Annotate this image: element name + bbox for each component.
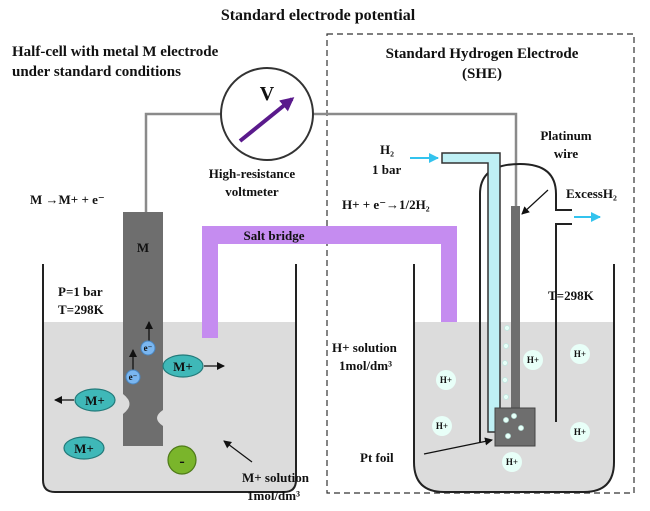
pt-foil-pointer xyxy=(423,437,493,455)
metal-ion-right xyxy=(162,354,204,378)
she-heading-line2: (SHE) xyxy=(462,66,502,82)
left-cell-heading-line1: Half-cell with metal M electrode xyxy=(12,44,219,60)
left-temperature: T=298K xyxy=(58,302,105,317)
electron-lower-label: e⁻ xyxy=(129,372,138,382)
left-solution-label-line1: M+ solution xyxy=(242,470,310,485)
hydrogen-bubble xyxy=(502,377,508,383)
she-reduction-reaction: H+ + e⁻→1/2H₂ xyxy=(342,197,430,212)
excess-h2-label: ExcessH₂ xyxy=(566,186,617,201)
right-beaker xyxy=(413,264,615,493)
pt-foil-label: Pt foil xyxy=(360,450,394,465)
h-ion-label: H+ xyxy=(527,355,539,365)
h-ion xyxy=(570,422,590,442)
voltmeter-dial xyxy=(220,67,314,161)
right-solution-label-line2: 1mol/dm³ xyxy=(339,358,392,373)
metal-oxidation-reaction: M →M+ + e⁻ xyxy=(30,192,105,207)
left-solution-label-line2: 1mol/dm³ xyxy=(247,488,300,503)
hydrogen-bubble xyxy=(503,394,509,400)
h2-inlet-label-line1: H₂ xyxy=(380,142,394,157)
anion xyxy=(167,445,197,475)
platinum-label-line1: Platinum xyxy=(540,128,591,143)
left-pressure: P=1 bar xyxy=(58,284,103,299)
electron-upper-label: e⁻ xyxy=(144,343,153,353)
salt-bridge xyxy=(202,226,457,338)
bell-jar xyxy=(479,162,572,442)
she-heading-line1: Standard Hydrogen Electrode xyxy=(386,46,579,62)
metal-ion-right-label: M+ xyxy=(173,359,193,374)
h-ion xyxy=(523,350,543,370)
hydrogen-bubble xyxy=(505,433,511,439)
left-solution-pointer xyxy=(223,440,253,463)
h-ion xyxy=(432,416,452,436)
h-ion xyxy=(436,370,456,390)
voltmeter-label-line2: voltmeter xyxy=(225,184,279,199)
right-temperature: T=298K xyxy=(548,288,595,303)
h-ion-label: H+ xyxy=(436,421,448,431)
hydrogen-bubbles xyxy=(502,325,524,439)
metal-electrode xyxy=(123,212,163,446)
h-ion xyxy=(502,452,522,472)
anion-label: - xyxy=(179,453,184,470)
h-ion-label: H+ xyxy=(506,457,518,467)
platinum-wire xyxy=(511,206,520,412)
hydrogen-bubble xyxy=(503,343,509,349)
hydrogen-bubble xyxy=(518,425,524,431)
h-ion-label: H+ xyxy=(574,427,586,437)
metal-electrode-label: M xyxy=(137,240,149,255)
h-ion-label: H+ xyxy=(574,349,586,359)
metal-ion-bottom xyxy=(63,436,105,460)
metal-ion-left xyxy=(74,388,116,412)
h-ion-label: H+ xyxy=(440,375,452,385)
hydrogen-bubble xyxy=(503,417,509,423)
electron-lower xyxy=(125,369,141,385)
left-beaker xyxy=(42,264,297,493)
voltmeter-needle-arrow xyxy=(238,97,295,143)
metal-ion-left-label: M+ xyxy=(85,393,105,408)
h2-inlet-tube xyxy=(441,152,501,433)
salt-bridge-label: Salt bridge xyxy=(243,228,304,243)
right-solution-label-line1: H+ solution xyxy=(332,340,398,355)
electron-upper xyxy=(140,340,156,356)
platinum-label-line2: wire xyxy=(554,146,579,161)
hydrogen-bubble xyxy=(511,413,517,419)
platinum-wire-pointer xyxy=(521,189,549,215)
h-ion xyxy=(570,344,590,364)
she-dashed-boundary xyxy=(326,33,635,494)
left-cell-heading-line2: under standard conditions xyxy=(12,64,181,80)
diagram-title: Standard electrode potential xyxy=(221,7,416,24)
h2-inlet-label-line2: 1 bar xyxy=(372,162,401,177)
hydrogen-bubble xyxy=(504,325,510,331)
metal-ion-bottom-label: M+ xyxy=(74,441,94,456)
voltmeter-symbol: V xyxy=(260,83,275,105)
circuit-wire xyxy=(144,112,518,212)
hydrogen-bubble xyxy=(502,360,508,366)
left-solution xyxy=(43,322,296,492)
voltmeter-label-line1: High-resistance xyxy=(209,166,296,181)
